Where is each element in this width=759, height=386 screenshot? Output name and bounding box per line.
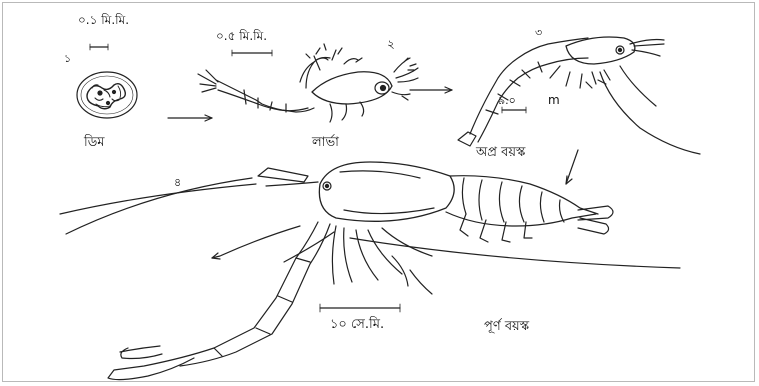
egg-label: ডিম xyxy=(83,134,105,150)
arrow-juvenile-to-adult xyxy=(566,150,578,184)
adult-stage-number: ৪ xyxy=(174,176,181,189)
larva-label: লার্ভা xyxy=(311,134,339,150)
larva-scale-label: ০.৫ মি.মি. xyxy=(216,29,267,43)
adult-drawing xyxy=(60,162,680,380)
larva-drawing xyxy=(198,44,418,122)
adult-label: পূর্ণ বয়স্ক xyxy=(484,318,530,334)
larva-stage-number: ২ xyxy=(387,37,395,51)
egg-drawing xyxy=(77,72,137,118)
juvenile-label: অপ্র বয়স্ক xyxy=(475,145,526,160)
juvenile-drawing xyxy=(458,37,700,154)
adult-scale-label: ১০ সে.মি. xyxy=(330,316,384,332)
juvenile-scale-unit: m xyxy=(548,93,560,107)
arrow-larva-to-juvenile xyxy=(410,87,452,93)
egg-stage-number: ১ xyxy=(64,52,71,65)
arrow-egg-to-larva xyxy=(168,115,212,121)
juvenile-scale-label: ৯.০ xyxy=(498,94,516,107)
egg-scale-label: ০.১ মি.মি. xyxy=(78,13,129,27)
juvenile-stage-number: ৩ xyxy=(535,26,542,39)
